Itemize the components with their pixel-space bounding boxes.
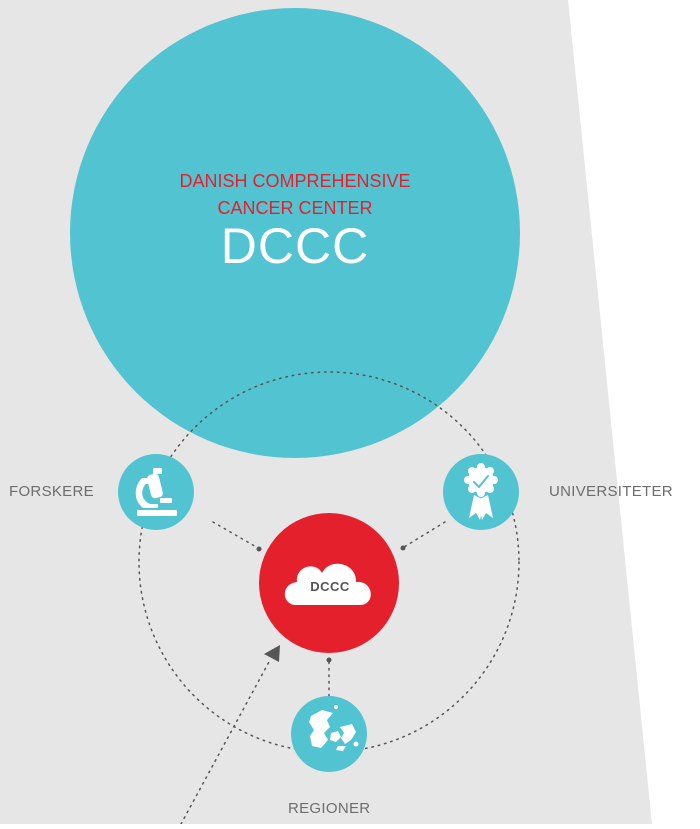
- center-name-line2: CANCER CENTER: [217, 198, 373, 218]
- incoming-arrow-head: [264, 645, 280, 662]
- spoke-universiteter: [403, 521, 446, 548]
- center-acronym: DCCC: [220, 218, 370, 274]
- center-name-line1: DANISH COMPREHENSIVE: [179, 171, 411, 191]
- spoke-regioner-dot: [326, 657, 332, 663]
- incoming-arrow-line: [180, 659, 271, 825]
- spoke-universiteter-dot: [400, 545, 406, 551]
- spoke-forskere: [212, 521, 259, 549]
- node-regioner-circle: [291, 696, 367, 772]
- node-label-universiteter: UNIVERSITETER: [549, 483, 673, 500]
- center-full-name: DANISH COMPREHENSIVE CANCER CENTER: [70, 168, 520, 222]
- award-ribbon-icon: [464, 463, 498, 520]
- hub-label: DCCC: [310, 579, 350, 594]
- node-label-forskere: FORSKERE: [9, 483, 94, 500]
- microscope-icon: [135, 468, 177, 516]
- spoke-forskere-dot: [256, 546, 262, 552]
- dccc-main-circle: [70, 8, 520, 458]
- node-label-regioner: REGIONER: [288, 800, 371, 817]
- cloud-icon: [284, 563, 371, 605]
- denmark-map-icon: [309, 705, 359, 751]
